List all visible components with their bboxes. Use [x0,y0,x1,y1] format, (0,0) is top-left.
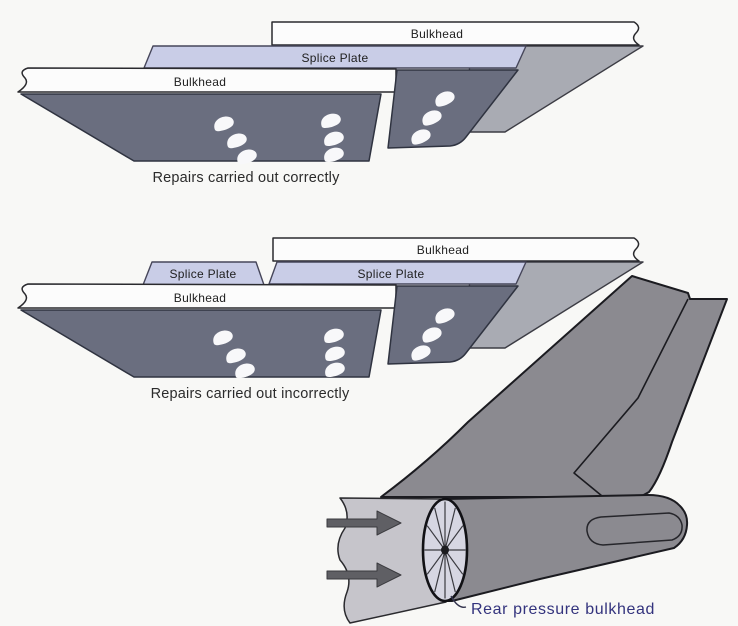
bulkhead-hub [441,545,449,555]
left-bulkhead-web [20,309,382,378]
vertical-fin [380,275,728,498]
right-bulkhead-label: Bulkhead [411,27,463,41]
pressure-arrow-icon [326,510,402,536]
incorrect-repair-caption: Repairs carried out incorrectly [151,386,350,402]
rudder-hinge-line [573,298,689,497]
splice-plate [143,45,527,69]
left-bulkhead-flange [17,67,397,93]
diagram-incorrect-repair: Bulkhead Splice Plate Splice Plate Bulkh… [17,237,644,402]
left-bulkhead-web [20,93,382,162]
rear-pressure-bulkhead-label: Rear pressure bulkhead [471,601,655,618]
bulkhead-spokes [424,501,466,599]
splice-plate-left-label: Splice Plate [170,267,237,281]
left-bulkhead-flange [17,283,397,309]
splice-plate-right-label: Splice Plate [358,267,425,281]
tail-cone [444,494,689,602]
right-bulkhead-label: Bulkhead [417,243,469,257]
right-bulkhead-flange [272,237,640,262]
left-bulkhead-label: Bulkhead [174,75,226,89]
left-bulkhead-label: Bulkhead [174,291,226,305]
right-bulkhead-web [387,69,519,149]
correct-repair-caption: Repairs carried out correctly [152,170,340,186]
pressure-arrow-icon [326,562,402,588]
annotation-leader-line [450,595,467,608]
tail-illustration: Rear pressure bulkhead [326,275,728,624]
splice-plate-right [268,261,527,285]
right-bulkhead-flange [271,21,640,46]
diagram-correct-repair: Bulkhead Splice Plate Bulkhead Repairs c… [17,21,644,186]
tailcone-fairing-outline [586,512,683,546]
splice-plate-label: Splice Plate [302,51,369,65]
right-bulkhead-web [387,285,519,365]
